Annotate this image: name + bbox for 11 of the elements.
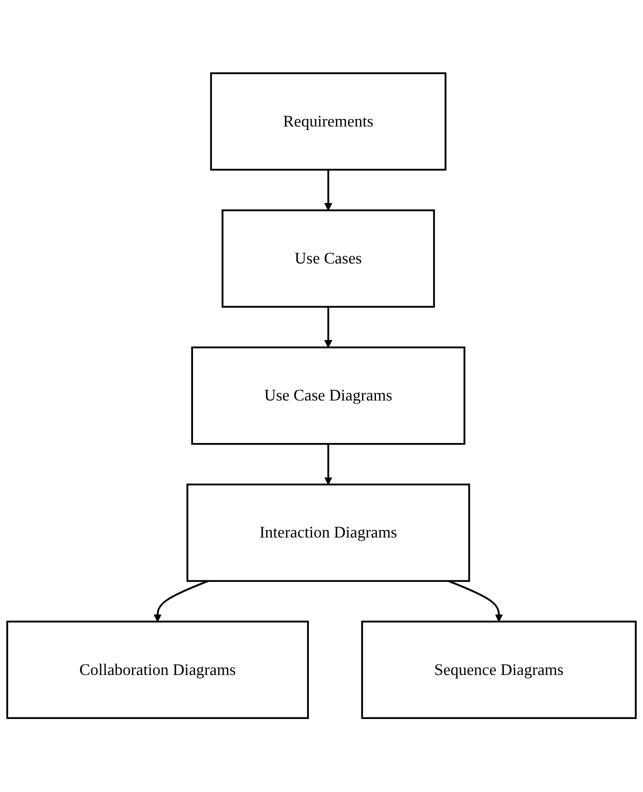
node-box: Use Cases: [222, 210, 435, 308]
node-box: Use Case Diagrams: [191, 346, 466, 446]
node-box: Sequence Diagrams: [361, 621, 637, 720]
arrow: [324, 170, 332, 211]
arrow: [448, 580, 503, 622]
arrow: [154, 580, 208, 622]
arrow: [324, 444, 332, 486]
node-box: Requirements: [210, 72, 446, 171]
node-box: Interaction Diagrams: [186, 484, 470, 582]
arrow: [324, 307, 332, 348]
node-box: Collaboration Diagrams: [6, 621, 309, 720]
